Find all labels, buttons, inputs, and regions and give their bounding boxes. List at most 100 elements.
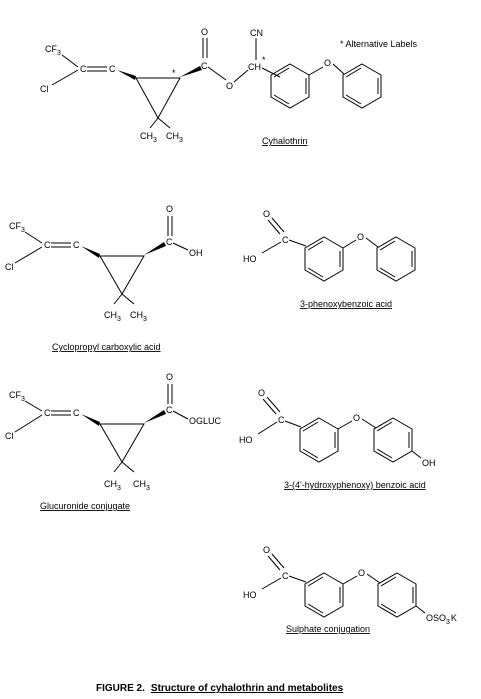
phenoxybenzoic-acid-structure: O C HO O 3-phenoxybenzoic acid bbox=[243, 209, 416, 309]
bond bbox=[415, 605, 426, 614]
bond bbox=[113, 293, 123, 305]
bond bbox=[307, 576, 324, 587]
atom-c: C bbox=[44, 408, 51, 418]
benzene-ring bbox=[342, 63, 382, 109]
bond bbox=[273, 94, 290, 105]
wedge-bond bbox=[117, 70, 136, 80]
benzene-ring bbox=[376, 236, 416, 282]
bond bbox=[302, 421, 319, 432]
cyclopropane-ring bbox=[99, 255, 145, 295]
atom-o: O bbox=[258, 388, 265, 398]
bond bbox=[157, 117, 171, 129]
atom-cf3: CF3 bbox=[45, 44, 61, 57]
bond bbox=[288, 575, 307, 583]
atom-o: O bbox=[201, 27, 208, 37]
methyl-label: CH3 bbox=[140, 131, 157, 144]
bond bbox=[273, 67, 290, 78]
bond bbox=[267, 555, 281, 571]
sulphate-structure: O C HO O OSO3K Sulphate conjugation bbox=[243, 545, 457, 634]
bond bbox=[332, 63, 345, 75]
atom-cf3: CF3 bbox=[9, 390, 25, 403]
bond bbox=[380, 576, 397, 587]
atom-ho: HO bbox=[239, 435, 253, 445]
bond bbox=[307, 267, 324, 278]
bond bbox=[267, 219, 281, 235]
bond bbox=[307, 240, 324, 251]
methyl-label: CH3 bbox=[130, 310, 147, 323]
cyclopropane-ring bbox=[135, 77, 181, 120]
atom-c: C bbox=[73, 240, 80, 250]
bond bbox=[14, 414, 43, 433]
figure-title: FIGURE 2.Structure of cyhalothrin and me… bbox=[96, 683, 344, 694]
atom-ho: HO bbox=[243, 590, 257, 600]
bond bbox=[342, 239, 357, 249]
caption-cyhalothrin: Cyhalothrin bbox=[262, 136, 308, 146]
wedge-bond bbox=[81, 246, 100, 258]
bond bbox=[262, 398, 277, 415]
atom-ogluc: OGLUC bbox=[189, 416, 222, 426]
atom-o: O bbox=[226, 81, 233, 91]
bond bbox=[365, 237, 379, 248]
bond bbox=[379, 240, 396, 251]
bond bbox=[308, 66, 324, 76]
atom-o: O bbox=[263, 545, 270, 555]
alternative-labels-note: * Alternative Labels bbox=[340, 39, 418, 49]
bond bbox=[302, 448, 319, 459]
bond bbox=[376, 448, 393, 459]
atom-o: O bbox=[324, 58, 331, 68]
atom-c: C bbox=[282, 235, 289, 245]
atom-cn: CN bbox=[250, 28, 263, 38]
caption-phenoxybenzoic: 3-phenoxybenzoic acid bbox=[300, 299, 392, 309]
atom-cf3: CF3 bbox=[9, 221, 25, 234]
bond bbox=[61, 54, 79, 68]
wedge-bond bbox=[144, 410, 166, 423]
bond bbox=[345, 67, 362, 78]
atom-c: C bbox=[166, 237, 173, 247]
glucuronide-structure: CF3 Cl C C CH3 CH3 C O OGLUC Glucuronide… bbox=[5, 372, 222, 511]
bond bbox=[172, 410, 189, 420]
bond bbox=[24, 231, 43, 244]
bond bbox=[342, 575, 358, 585]
cyclopropyl-acid-structure: CF3 Cl C C CH3 CH3 C O OH Cyclopropyl ca… bbox=[5, 204, 203, 352]
bond bbox=[271, 217, 285, 233]
bond bbox=[257, 421, 278, 435]
atom-ch: CH bbox=[248, 62, 261, 72]
atom-c: C bbox=[282, 571, 289, 581]
caption-glucuronide: Glucuronide conjugate bbox=[40, 501, 130, 511]
caption-sulphate: Sulphate conjugation bbox=[286, 624, 370, 634]
atom-c: C bbox=[44, 240, 51, 250]
bond bbox=[261, 577, 282, 590]
bond bbox=[411, 450, 422, 459]
bond bbox=[380, 603, 397, 614]
bond bbox=[51, 69, 79, 86]
atom-o: O bbox=[166, 204, 173, 214]
hydroxyphenoxy-benzoic-structure: O C HO O OH 3-(4'-hydroxyphenoxy) benzoi… bbox=[239, 388, 436, 490]
bond bbox=[172, 242, 189, 251]
atom-o: O bbox=[357, 232, 364, 242]
caption-cyclopropyl: Cyclopropyl carboxylic acid bbox=[52, 342, 161, 352]
wedge-bond bbox=[180, 66, 202, 77]
atom-o: O bbox=[263, 209, 270, 219]
atom-c: C bbox=[201, 61, 208, 71]
atom-c: C bbox=[109, 64, 116, 74]
atom-cl: Cl bbox=[40, 84, 49, 94]
bond bbox=[113, 461, 123, 473]
atom-c: C bbox=[80, 64, 87, 74]
methyl-label: CH3 bbox=[166, 131, 183, 144]
atom-cl: Cl bbox=[5, 431, 14, 441]
bond bbox=[121, 293, 135, 305]
atom-o: O bbox=[353, 413, 360, 423]
atom-oso3k: OSO3K bbox=[426, 613, 457, 626]
benzene-ring bbox=[304, 572, 344, 618]
bond bbox=[361, 418, 377, 429]
bond bbox=[379, 267, 396, 278]
methyl-label: CH3 bbox=[133, 479, 150, 492]
bond bbox=[366, 573, 381, 584]
methyl-label: CH3 bbox=[104, 479, 121, 492]
bond bbox=[307, 603, 324, 614]
bond bbox=[121, 461, 135, 473]
bond bbox=[14, 246, 43, 264]
bond bbox=[337, 420, 353, 430]
bond bbox=[207, 66, 227, 81]
